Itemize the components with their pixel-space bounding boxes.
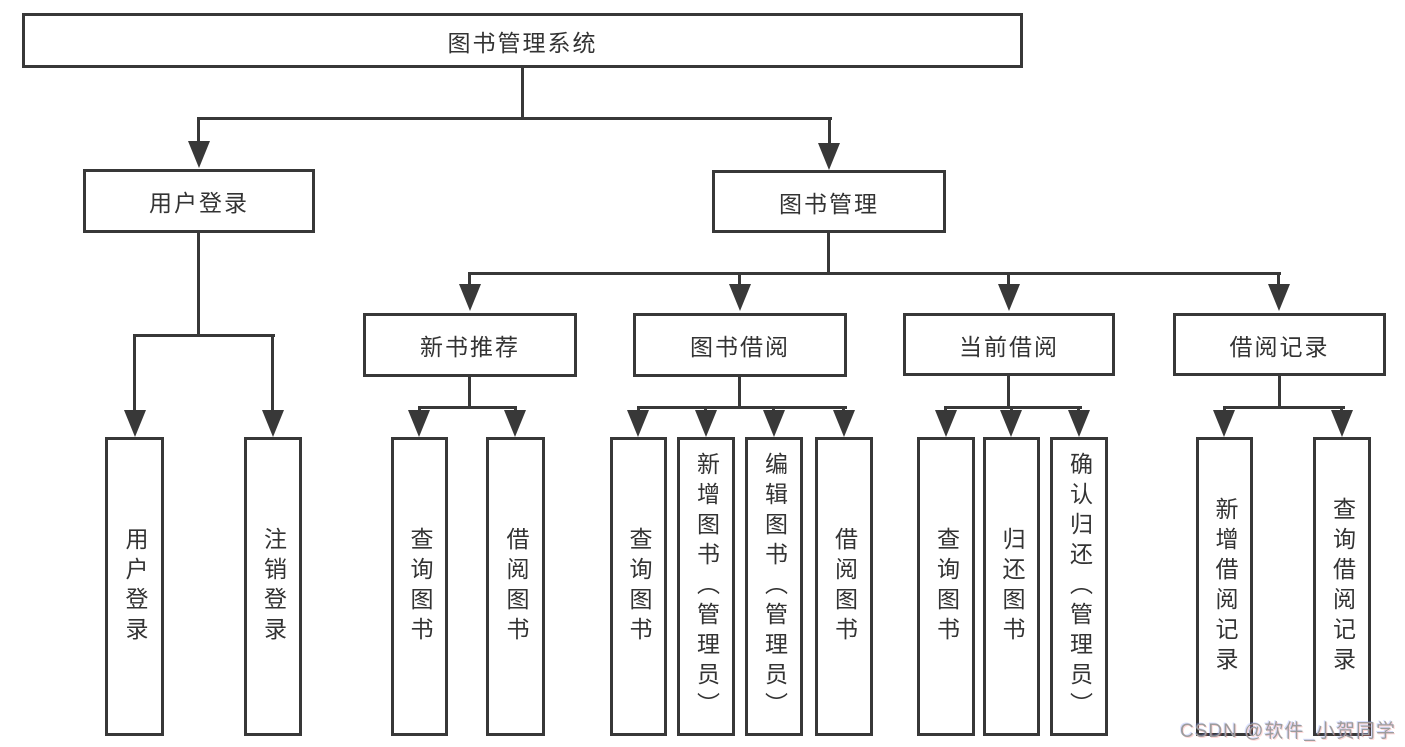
arrow-down-icon bbox=[729, 284, 751, 311]
node-new-book-recommend: 新书推荐 bbox=[363, 313, 577, 377]
connector-line bbox=[468, 377, 471, 409]
arrow-down-icon bbox=[459, 284, 481, 311]
connector-line bbox=[828, 117, 831, 145]
node-root: 图书管理系统 bbox=[22, 13, 1023, 68]
connector-line bbox=[521, 68, 524, 120]
arrow-down-icon bbox=[504, 410, 526, 437]
leaf-label: 新增借阅记录 bbox=[1212, 496, 1238, 677]
leaf-user-login: 用户登录 bbox=[105, 437, 164, 736]
arrow-down-icon bbox=[1331, 410, 1353, 437]
leaf-label: 查询借阅记录 bbox=[1329, 496, 1356, 677]
node-book-borrow: 图书借阅 bbox=[633, 313, 847, 377]
connector-line bbox=[827, 233, 830, 275]
connector-line bbox=[1277, 272, 1280, 288]
node-current-borrow: 当前借阅 bbox=[903, 313, 1115, 376]
connector-line bbox=[271, 334, 274, 412]
leaf-label: 借阅图书 bbox=[831, 526, 858, 647]
connector-line bbox=[133, 334, 275, 337]
arrow-down-icon bbox=[818, 143, 840, 170]
connector-line bbox=[418, 406, 517, 409]
leaf-query-book-current: 查询图书 bbox=[917, 437, 975, 736]
connector-line bbox=[1007, 376, 1010, 409]
arrow-down-icon bbox=[408, 410, 430, 437]
leaf-confirm-return-admin: 确认归还（管理员） bbox=[1050, 437, 1108, 736]
arrow-down-icon bbox=[1068, 410, 1090, 437]
leaf-label: 注销登录 bbox=[260, 526, 287, 647]
node-book-management: 图书管理 bbox=[712, 170, 946, 233]
csdn-watermark: CSDN @软件_小贺同学 bbox=[1180, 721, 1396, 742]
arrow-down-icon bbox=[763, 410, 785, 437]
leaf-query-borrow-record: 查询借阅记录 bbox=[1313, 437, 1371, 736]
leaf-label: 查询图书 bbox=[407, 526, 433, 647]
leaf-add-book-admin: 新增图书（管理员） bbox=[677, 437, 735, 736]
leaf-query-book-recommend: 查询图书 bbox=[391, 437, 448, 736]
connector-line bbox=[1223, 406, 1345, 409]
leaf-add-borrow-record: 新增借阅记录 bbox=[1196, 437, 1253, 736]
arrow-down-icon bbox=[1000, 410, 1022, 437]
arrow-down-icon bbox=[124, 410, 146, 437]
node-borrow-records: 借阅记录 bbox=[1173, 313, 1386, 376]
connector-line bbox=[468, 272, 1281, 275]
leaf-label: 借阅图书 bbox=[503, 526, 529, 647]
arrow-down-icon bbox=[695, 410, 717, 437]
arrow-down-icon bbox=[627, 410, 649, 437]
connector-line bbox=[197, 233, 200, 337]
node-user-login: 用户登录 bbox=[83, 169, 315, 233]
connector-line bbox=[197, 117, 832, 120]
arrow-down-icon bbox=[833, 410, 855, 437]
connector-line bbox=[944, 406, 1082, 409]
leaf-logout: 注销登录 bbox=[244, 437, 302, 736]
connector-line bbox=[468, 272, 471, 288]
arrow-down-icon bbox=[188, 141, 210, 168]
leaf-label: 确认归还（管理员） bbox=[1066, 451, 1093, 722]
connector-line bbox=[738, 377, 741, 409]
leaf-borrow-book-recommend: 借阅图书 bbox=[486, 437, 545, 736]
leaf-query-book-borrow: 查询图书 bbox=[610, 437, 667, 736]
connector-line bbox=[133, 334, 136, 412]
leaf-label: 查询图书 bbox=[626, 526, 652, 647]
leaf-borrow-book: 借阅图书 bbox=[815, 437, 873, 736]
arrow-down-icon bbox=[1268, 284, 1290, 311]
leaf-return-book: 归还图书 bbox=[983, 437, 1040, 736]
connector-line bbox=[637, 406, 847, 409]
arrow-down-icon bbox=[1213, 410, 1235, 437]
leaf-label: 新增图书（管理员） bbox=[693, 451, 720, 722]
connector-line bbox=[1278, 376, 1281, 409]
connector-line bbox=[1007, 272, 1010, 288]
leaf-label: 归还图书 bbox=[999, 526, 1025, 647]
connector-line bbox=[738, 272, 741, 288]
leaf-label: 用户登录 bbox=[122, 526, 148, 647]
leaf-label: 查询图书 bbox=[933, 526, 960, 647]
connector-line bbox=[197, 117, 200, 143]
leaf-label: 编辑图书（管理员） bbox=[761, 451, 788, 722]
arrow-down-icon bbox=[998, 284, 1020, 311]
arrow-down-icon bbox=[262, 410, 284, 437]
leaf-edit-book-admin: 编辑图书（管理员） bbox=[745, 437, 803, 736]
arrow-down-icon bbox=[935, 410, 957, 437]
